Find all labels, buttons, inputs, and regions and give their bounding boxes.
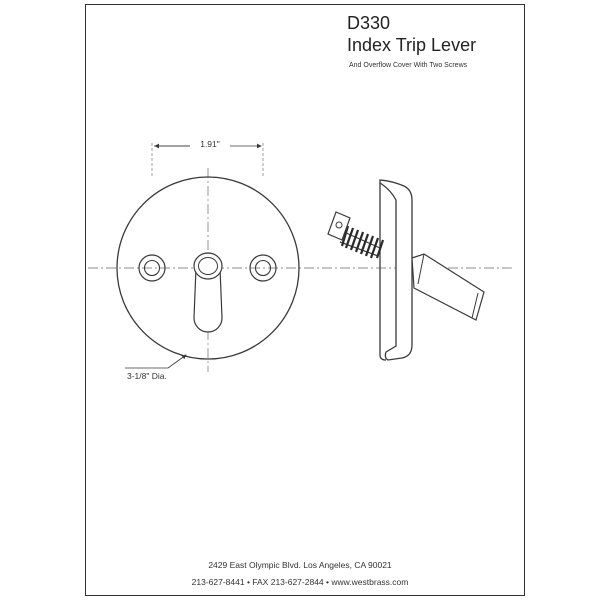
front-view xyxy=(116,176,300,360)
diameter-leader xyxy=(125,354,187,369)
threaded-screw-icon xyxy=(339,225,385,259)
model-number: D330 xyxy=(347,13,391,33)
trip-lever-icon xyxy=(193,252,223,333)
plate-diameter-label: 3-1/8" Dia. xyxy=(127,371,167,381)
side-view xyxy=(327,179,485,361)
screw-spacing-label: 1.91" xyxy=(190,139,230,149)
product-name: Index Trip Lever xyxy=(347,35,477,55)
width-dimension xyxy=(151,143,264,178)
link-tab-icon xyxy=(327,211,351,241)
drawing-border xyxy=(85,4,525,596)
cover-profile xyxy=(379,179,413,361)
product-description: And Overflow Cover With Two Screws xyxy=(349,62,468,69)
cover-plate xyxy=(116,176,300,360)
lever-shaft xyxy=(411,253,485,321)
right-screw-icon xyxy=(249,254,277,282)
company-contact: 213-627-8441 • FAX 213-627-2844 • www.we… xyxy=(191,577,409,587)
company-address: 2429 East Olympic Blvd. Los Angeles, CA … xyxy=(208,560,392,570)
left-screw-icon xyxy=(138,254,166,282)
